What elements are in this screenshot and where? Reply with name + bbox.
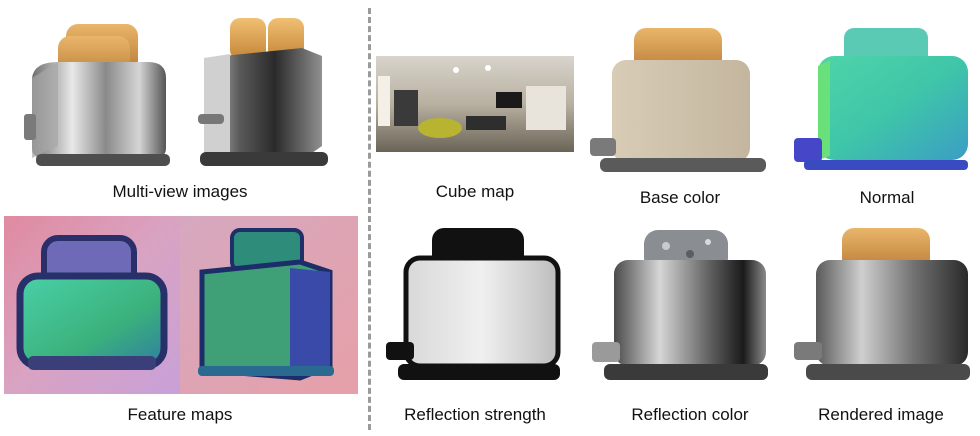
rendered-image	[794, 228, 970, 380]
normal-caption: Normal	[859, 188, 915, 207]
reflection-strength-caption: Reflection strength	[404, 405, 546, 424]
feature-map-1	[4, 216, 180, 394]
reflection-color-caption: Reflection color	[631, 405, 749, 424]
multi-view-image-2	[198, 18, 328, 166]
reflection-color-image	[592, 230, 768, 380]
rendered-image-caption: Rendered image	[818, 405, 944, 424]
feature-maps-caption: Feature maps	[127, 405, 233, 424]
normal-map-image	[794, 28, 968, 170]
multi-view-caption: Multi-view images	[112, 182, 248, 201]
cube-map-caption: Cube map	[435, 182, 515, 201]
feature-map-2	[180, 216, 358, 394]
base-color-image	[590, 28, 766, 172]
cube-map-image	[376, 56, 574, 152]
multi-view-image-1	[24, 24, 170, 166]
reflection-strength-image	[386, 228, 561, 380]
base-color-caption: Base color	[639, 188, 721, 207]
section-divider	[368, 8, 371, 430]
